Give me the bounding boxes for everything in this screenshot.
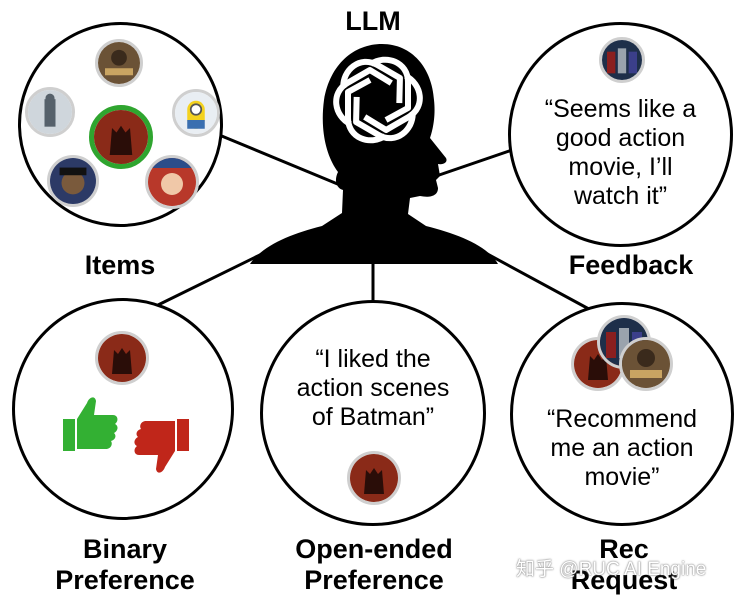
open-ended-quote-line: action scenes [296,374,450,402]
feedback-quote-line: good action [555,124,686,152]
llm-title: LLM [345,6,401,36]
movie-poster-batman [347,451,401,505]
open-ended-quote-line: of Batman” [311,403,435,431]
rec-request-label: Rec Request [560,534,688,596]
movie-poster-pirates [95,39,143,87]
binary-preference-label: Binary Preference [40,534,210,596]
rec-request-label-line: Rec [599,534,649,564]
rec-request-quote-line: me an action [550,434,694,462]
feedback-quote-line: movie, I’ll [568,153,673,181]
connector-items [211,130,341,187]
watermark: 知乎 @RUC AI Engine [516,559,707,580]
binary-label-line: Binary [82,534,168,564]
thumbs-up-icon [63,397,118,451]
movie-poster-batman-selected [89,105,153,169]
open-ended-preference-circle: “I liked the action scenes of Batman” [260,300,486,526]
feedback-label: Feedback [568,250,694,280]
openai-logo-icon [328,54,428,146]
rec-request-quote-line: “Recommend [546,405,698,433]
rec-request-circle: “Recommend me an action movie” [510,302,734,526]
movie-poster-home-alone [145,155,199,209]
open-ended-preference-label: Open-ended Preference [276,534,472,596]
open-ended-quote: “I liked the action scenes of Batman” [263,345,483,432]
open-ended-label-line: Preference [304,565,444,595]
movie-poster-minions [172,89,220,137]
rec-request-quote: “Recommend me an action movie” [513,405,731,492]
rec-request-quote-line: movie” [584,463,660,491]
movie-poster-spy [25,87,75,137]
movie-poster-animated [47,155,99,207]
open-ended-label-line: Open-ended [295,534,453,564]
feedback-quote-line: watch it” [573,182,668,210]
connector-rec-request [479,248,601,317]
feedback-quote: “Seems like a good action movie, I’ll wa… [511,95,730,211]
items-circle [18,22,223,227]
binary-preference-circle [12,298,234,520]
movie-poster-pirates [619,337,673,391]
person-silhouette [250,44,498,264]
connector-binary [157,248,271,307]
feedback-circle: “Seems like a good action movie, I’ll wa… [508,22,733,247]
open-ended-quote-line: “I liked the [315,345,431,373]
feedback-quote-line: “Seems like a [544,95,697,123]
movie-poster-avengers [599,37,645,83]
movie-poster-batman [95,331,149,385]
binary-label-line: Preference [55,565,195,595]
thumbs-down-icon [134,419,189,473]
items-label: Items [84,250,156,280]
rec-request-label-line: Request [570,565,678,595]
